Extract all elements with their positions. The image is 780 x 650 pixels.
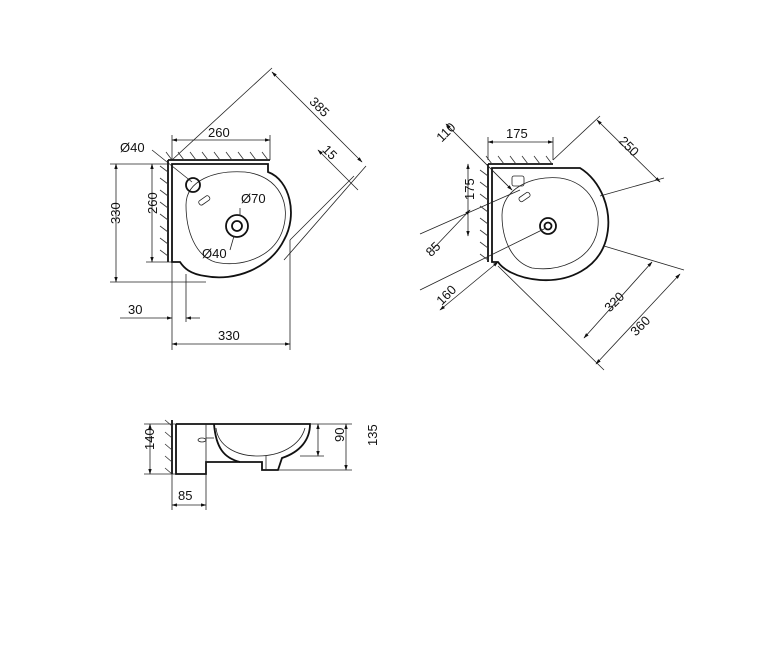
top-view: 260 Ø40 385 15 330 260 Ø70 Ø40 30 — [108, 67, 367, 350]
dim-depth-outer: 330 — [108, 202, 123, 224]
dim-height-front: 135 — [365, 424, 380, 446]
label-drain-diameter: Ø70 — [241, 191, 266, 206]
wall-hatching-side — [164, 419, 173, 475]
dim-width-total: 330 — [218, 328, 240, 343]
dim-110: 110 — [433, 120, 458, 145]
drain-outer — [225, 214, 249, 238]
wall-hatching-top-left — [159, 151, 270, 262]
dim-diagonal-total: 385 — [307, 94, 333, 120]
tap-hole — [185, 177, 201, 193]
drain-inner — [231, 220, 243, 232]
wall-hatching-top-right — [479, 155, 553, 262]
angled-view: 175 110 250 175 85 160 320 360 — [419, 115, 685, 371]
basin-profile-side — [175, 423, 311, 475]
label-tap-hole-diameter: Ø40 — [120, 140, 145, 155]
basin-outline-top — [171, 163, 292, 279]
dim-160: 160 — [433, 282, 459, 308]
dim-175-top: 175 — [506, 126, 528, 141]
dim-bowl-depth: 90 — [332, 428, 347, 442]
dim-250: 250 — [616, 133, 642, 159]
side-view: 140 90 135 85 — [142, 419, 380, 510]
dim-drain-offset: 85 — [178, 488, 192, 503]
dim-height-total: 140 — [142, 428, 157, 450]
dim-360: 360 — [627, 313, 653, 339]
dim-175-side: 175 — [462, 178, 477, 200]
dim-offset: 15 — [319, 142, 340, 163]
label-drain-inner-diameter: Ø40 — [202, 246, 227, 261]
dim-tap-offset: 30 — [128, 302, 142, 317]
basin-outline-angled — [491, 167, 610, 282]
drain-angled-inner — [543, 221, 553, 231]
dim-depth-inner: 260 — [145, 192, 160, 214]
dim-width-back: 260 — [208, 125, 230, 140]
drain-angled-outer — [539, 217, 557, 235]
dim-320: 320 — [601, 289, 627, 315]
